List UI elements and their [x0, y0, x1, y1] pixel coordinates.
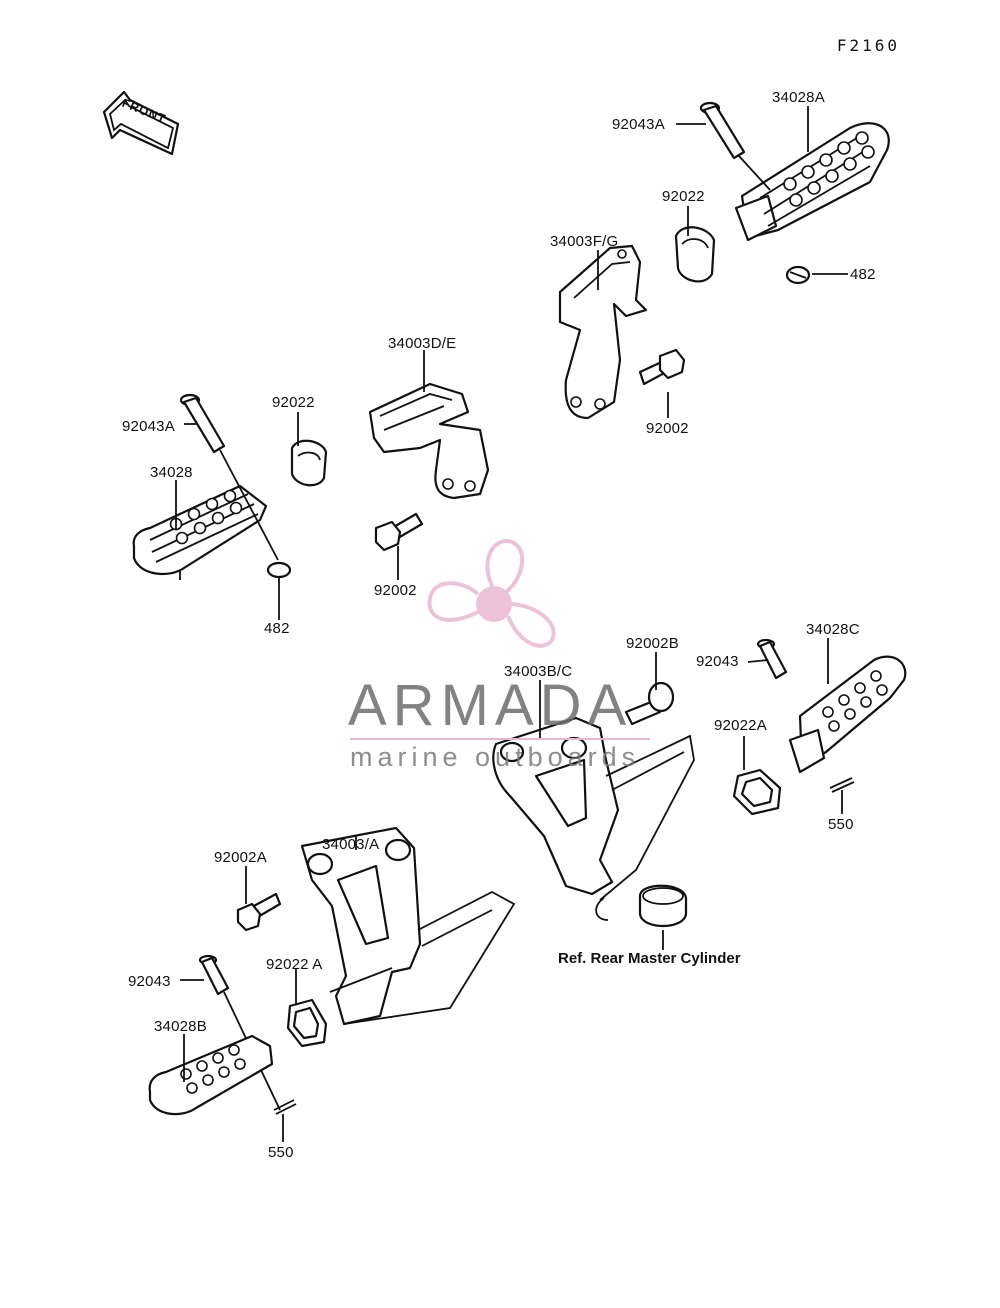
watermark-divider [350, 738, 650, 740]
pin-92043A-left [179, 393, 279, 561]
pin-92043-right [756, 638, 788, 680]
cotter-550-right [829, 777, 855, 793]
label-34028C: 34028C [806, 621, 860, 638]
label-92043-right: 92043 [696, 653, 739, 670]
label-550-right: 550 [828, 816, 854, 833]
label-34003BC: 34003B/C [504, 663, 573, 680]
reference-note: Ref. Rear Master Cylinder [558, 950, 741, 967]
bracket-34003DE [368, 382, 490, 500]
label-34003A: 34003/A [322, 836, 380, 853]
label-34028A: 34028A [772, 89, 825, 106]
label-92043-left: 92043 [128, 973, 171, 990]
label-550-left: 550 [268, 1144, 294, 1161]
leader-lines [175, 106, 848, 1142]
label-34028B: 34028B [154, 1018, 207, 1035]
clip-482-left [266, 561, 292, 600]
spacer-92022A-left [286, 998, 328, 1048]
bracket-34003BC [492, 716, 695, 921]
label-92022A-right: 92022A [714, 717, 767, 734]
grommet [638, 884, 688, 927]
cotter-550-left [273, 1099, 297, 1115]
clip-482-top [785, 265, 811, 285]
footpeg-34028A [734, 122, 890, 242]
label-92043A-left: 92043A [122, 418, 175, 435]
label-92002B: 92002B [626, 635, 679, 652]
footpeg-34028C [788, 655, 907, 774]
bracket-34003FG [558, 244, 648, 420]
label-92022A-left: 92022 A [266, 956, 323, 973]
label-92002-right: 92002 [646, 420, 689, 437]
watermark-tagline: marine outboards [350, 742, 641, 772]
bolt-92002-mid [374, 512, 424, 552]
bolt-92002B [624, 681, 675, 726]
watermark-brand: ARMADA [348, 673, 633, 738]
label-34003FG: 34003F/G [550, 233, 619, 250]
bolt-92002A [236, 892, 282, 932]
bolt-92002-right [638, 348, 686, 386]
label-482-top: 482 [850, 266, 876, 283]
bracket-34003A [300, 826, 516, 1026]
label-92002-mid: 92002 [374, 582, 417, 599]
front-arrow-icon [102, 90, 180, 156]
spacer-92022-left [290, 439, 328, 487]
label-92022-top: 92022 [662, 188, 705, 205]
footpeg-34028B [148, 1034, 274, 1116]
label-92022-left: 92022 [272, 394, 315, 411]
armada-logo-icon [427, 539, 556, 648]
label-92002A: 92002A [214, 849, 267, 866]
pin-92043A-top [699, 101, 771, 191]
label-92043A-top: 92043A [612, 116, 665, 133]
label-34028: 34028 [150, 464, 193, 481]
label-482-left: 482 [264, 620, 290, 637]
figure-code: F2160 [836, 36, 900, 55]
label-34003DE: 34003D/E [388, 335, 457, 352]
spacer-92022A-right [732, 768, 782, 816]
footpeg-34028 [132, 484, 268, 580]
spacer-92022-top [674, 226, 716, 283]
